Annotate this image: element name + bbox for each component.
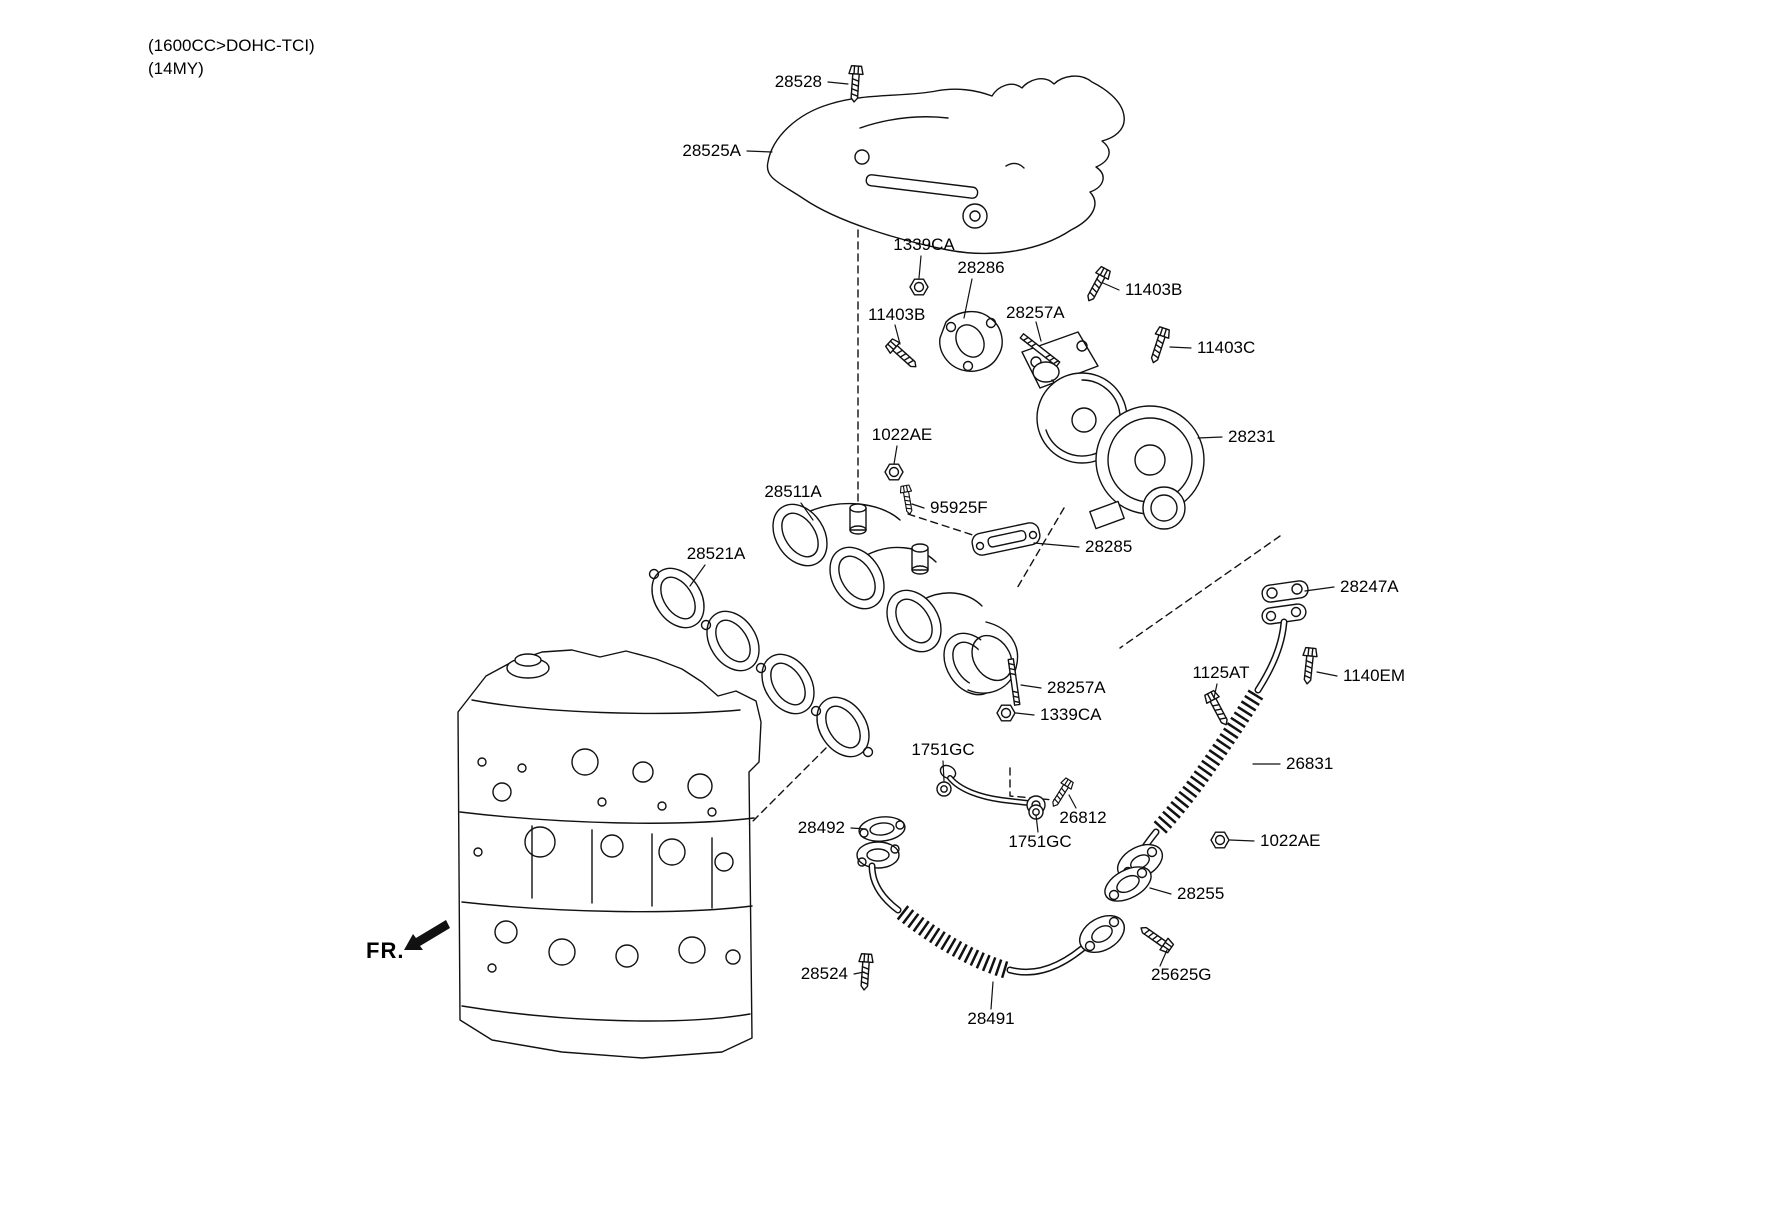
nut-1022AE-lower xyxy=(1210,831,1230,849)
fr-direction-label: FR. xyxy=(366,938,405,963)
leader-lines xyxy=(689,81,1338,1010)
leader-line-28511A xyxy=(800,502,814,521)
bolt-26812 xyxy=(1047,776,1076,810)
leader-line-28492 xyxy=(850,827,867,830)
turbo-inlet-gasket-drawing xyxy=(939,311,1003,372)
leader-line-95925F xyxy=(911,503,925,509)
turbocharger-drawing xyxy=(1021,331,1205,530)
diagram-title-line1: (1600CC>DOHC-TCI) xyxy=(148,36,315,55)
leader-line-26812 xyxy=(1068,794,1077,809)
bolt-11403B-left xyxy=(883,336,922,373)
leader-line-28231 xyxy=(1197,436,1223,439)
leader-line-28255 xyxy=(1149,887,1172,895)
leader-line-1751GC xyxy=(1035,814,1039,833)
gasket-28492-drawing xyxy=(858,816,906,842)
leader-line-28257A xyxy=(1020,684,1042,689)
oil-feed-branch-pipe-drawing xyxy=(939,764,1046,815)
nut-1022AE-upper xyxy=(884,463,904,481)
leader-line-1022AE xyxy=(1229,839,1255,842)
leader-line-11403B xyxy=(1102,282,1120,291)
leader-line-28247A xyxy=(1304,586,1335,592)
bolt-25625G xyxy=(1136,921,1176,956)
oil-feed-pipe-drawing xyxy=(1116,603,1307,881)
leader-line-28521A xyxy=(689,564,706,587)
gasket-28247A-drawing xyxy=(1261,580,1309,603)
washer-1751GC-upper xyxy=(936,781,952,797)
leader-line-11403C xyxy=(1169,346,1192,349)
leader-line-28257A xyxy=(1035,321,1042,342)
leader-line-11403B xyxy=(894,324,901,345)
leader-line-1140EM xyxy=(1316,671,1338,677)
leader-line-28286 xyxy=(963,278,973,319)
bolt-1140EM xyxy=(1299,646,1319,686)
bolt-95925F xyxy=(898,484,916,516)
bolt-28524 xyxy=(856,952,875,992)
diagram-title: (1600CC>DOHC-TCI) (14MY) xyxy=(148,34,315,80)
leader-line-28524 xyxy=(853,971,865,975)
leader-line-28525A xyxy=(746,150,773,153)
fr-arrow xyxy=(404,920,450,950)
stud-28257A-lower xyxy=(1007,658,1021,706)
exhaust-manifold-drawing xyxy=(772,502,1019,696)
leader-line-1339CA xyxy=(1015,712,1035,716)
bolt-28528 xyxy=(846,64,865,104)
heat-shield-drawing xyxy=(766,75,1125,255)
leader-line-1125AT xyxy=(1213,683,1218,699)
leader-line-1751GC xyxy=(942,760,945,782)
nut-1339CA-lower xyxy=(996,704,1016,722)
bolt-11403C xyxy=(1145,325,1172,366)
engine-block-drawing xyxy=(457,649,762,1059)
diagram-title-line2: (14MY) xyxy=(148,59,204,78)
leader-line-28528 xyxy=(827,81,849,85)
leader-line-1339CA xyxy=(918,255,922,279)
manifold-gasket-drawing xyxy=(648,567,874,758)
leader-line-28491 xyxy=(990,981,994,1010)
leader-line-25625G xyxy=(1159,949,1168,967)
turbo-outlet-gasket-drawing xyxy=(971,522,1041,556)
gasket-28255-drawing xyxy=(1104,866,1152,902)
nut-1339CA-upper xyxy=(909,278,929,296)
leader-line-1022AE xyxy=(893,445,898,465)
oil-drain-pipe-drawing xyxy=(856,841,1125,979)
leader-line-28285 xyxy=(1033,542,1080,548)
